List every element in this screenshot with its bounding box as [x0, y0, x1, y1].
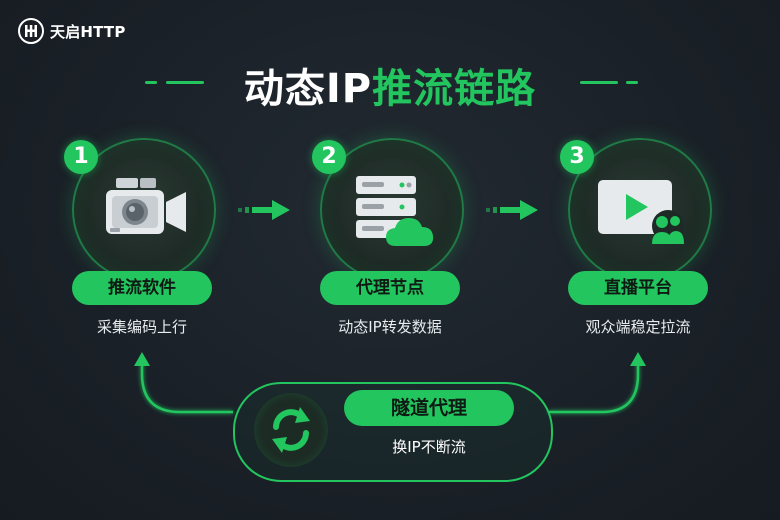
- step-description: 动态IP转发数据: [338, 318, 442, 336]
- title-block: 动态IP推流链路: [0, 50, 780, 112]
- step-label-pill: 代理节点: [320, 271, 460, 305]
- title-green-part: 推流链路: [372, 66, 537, 112]
- step-description: 观众端稳定拉流: [585, 318, 691, 336]
- step-label-pill: 推流软件: [72, 271, 212, 305]
- video-camera-icon: [106, 178, 186, 234]
- title-dash-right-short: [626, 81, 638, 84]
- refresh-cycle-icon: [272, 407, 310, 453]
- brand-name: 天启HTTP: [50, 22, 126, 41]
- step-live-platform: 3 直播平台 观众端稳定拉流: [558, 138, 718, 348]
- title-dash-left-long: [166, 81, 204, 84]
- title-white-part: 动态IP: [243, 66, 373, 112]
- step-description: 采集编码上行: [96, 318, 187, 336]
- step-push-software: 1 推流软件 采集编码上行: [62, 138, 222, 348]
- arrow-right-icon: [486, 200, 538, 220]
- brand: 天启HTTP: [18, 18, 126, 44]
- tunnel-icon-circle: [254, 393, 328, 467]
- page-title: 动态IP推流链路: [0, 56, 780, 114]
- video-play-audience-icon: [598, 180, 684, 244]
- step-circle: [568, 138, 712, 282]
- brand-logo-icon: [18, 18, 44, 44]
- title-dash-left-short: [145, 81, 157, 84]
- tunnel-label-pill: 隧道代理: [344, 390, 514, 426]
- title-dash-right-long: [580, 81, 618, 84]
- step-number-badge: 1: [64, 140, 98, 174]
- arrow-right-icon: [238, 200, 290, 220]
- step-label-pill: 直播平台: [568, 271, 708, 305]
- step-proxy-node: 2 代理节点 动态IP转发数据: [310, 138, 470, 348]
- tunnel-description: 换IP不断流: [392, 438, 466, 456]
- server-cloud-icon: [356, 176, 434, 246]
- step-number-badge: 3: [560, 140, 594, 174]
- step-number-badge: 2: [312, 140, 346, 174]
